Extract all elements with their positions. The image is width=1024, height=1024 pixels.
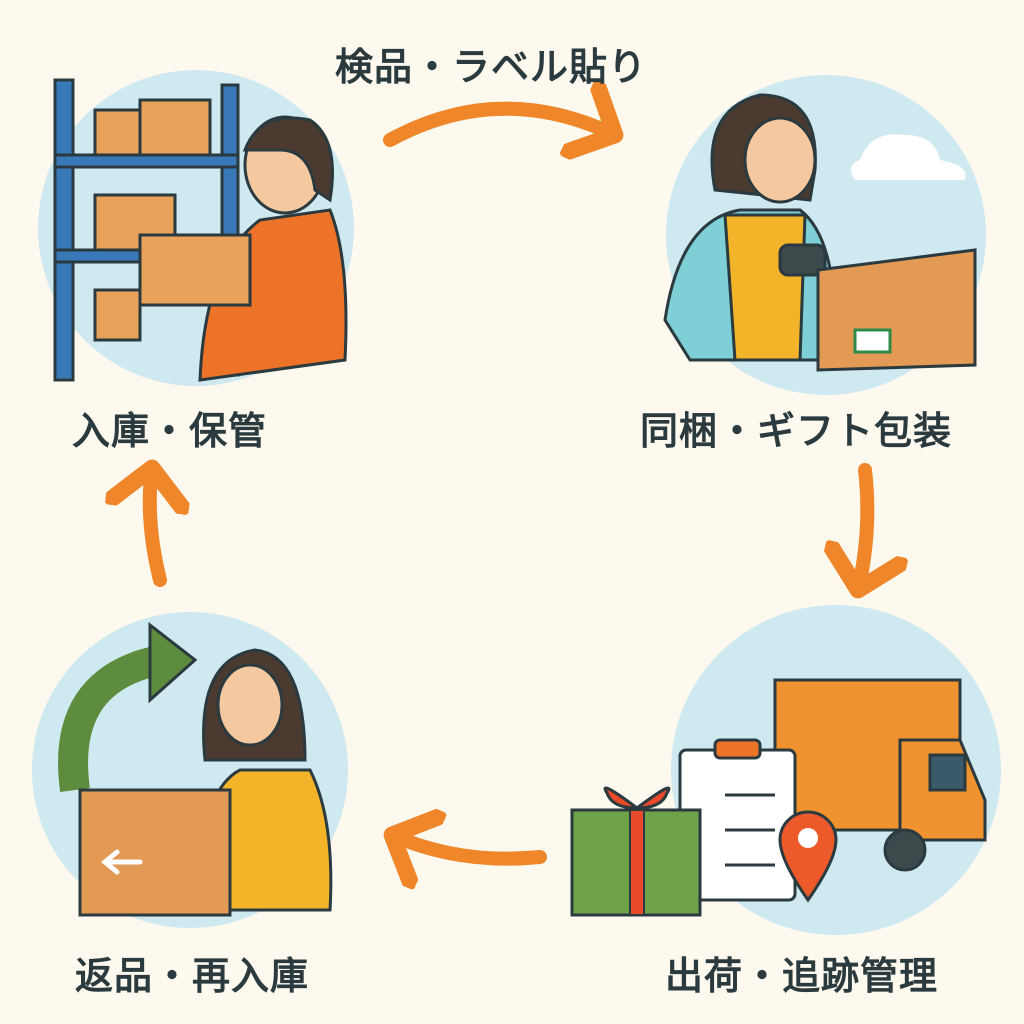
step-label-storage: 入庫・保管	[72, 409, 268, 453]
arrow-returns-to-storage	[150, 468, 160, 587]
step-label-returns: 返品・再入庫	[75, 954, 310, 998]
arrow-shipping-to-returns	[392, 835, 547, 859]
arrow-storage-to-inspection	[383, 109, 615, 140]
step-label-packing: 同梱・ギフト包装	[640, 409, 953, 453]
inspection-illustration	[663, 75, 986, 395]
shipping-illustration	[570, 605, 1001, 935]
step-label-inspection: 検品・ラベル貼り	[335, 45, 648, 89]
storage-illustration	[38, 70, 354, 386]
returns-illustration	[32, 612, 348, 928]
arrow-inspection-to-shipping	[858, 463, 867, 590]
step-label-shipping: 出荷・追跡管理	[665, 954, 939, 998]
